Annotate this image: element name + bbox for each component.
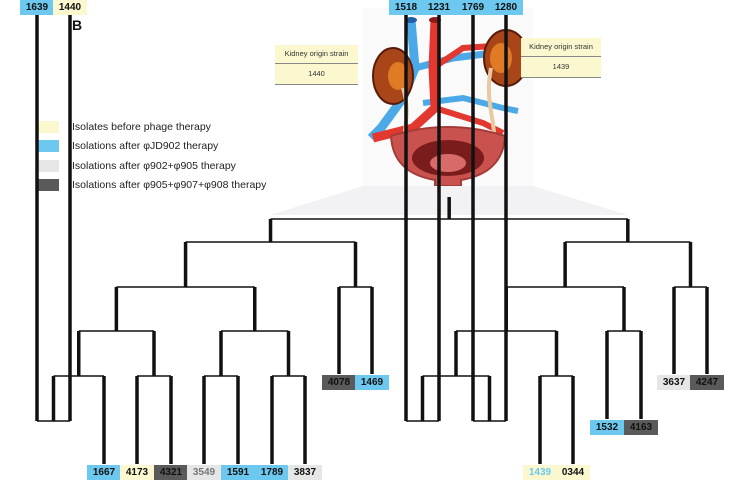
- leaf-strain-label: 1591: [221, 465, 255, 480]
- legend-item: Isolations after φ905+φ907+φ908 therapy: [36, 176, 266, 196]
- leaf-strain-label: 1280: [489, 0, 523, 15]
- leaf-strain-label: 1769: [456, 0, 490, 15]
- legend-swatch: [36, 120, 59, 133]
- kidney-origin-value: 1439: [521, 57, 601, 78]
- leaf-strain-label: 1518: [389, 0, 423, 15]
- legend-item: Isolates before phage therapy: [36, 117, 266, 137]
- leaf-strain-label: 4163: [624, 420, 658, 435]
- legend-label: Isolates before phage therapy: [72, 120, 211, 133]
- leaf-strain-label: 3549: [187, 465, 221, 480]
- leaf-strain-label: 1469: [355, 375, 389, 390]
- legend-item: Isolations after φJD902 therapy: [36, 137, 266, 157]
- leaf-strain-label: 4247: [690, 375, 724, 390]
- leaf-strain-label: 4078: [322, 375, 356, 390]
- legend-label: Isolations after φ902+φ905 therapy: [72, 159, 236, 172]
- leaf-strain-label: 0344: [556, 465, 590, 480]
- leaf-strain-label: 1439: [523, 465, 557, 480]
- legend-swatch: [36, 140, 59, 153]
- leaf-strain-label: 1532: [590, 420, 624, 435]
- legend-label: Isolations after φ905+φ907+φ908 therapy: [72, 179, 267, 192]
- legend-swatch: [36, 179, 59, 192]
- legend: Isolates before phage therapy Isolations…: [36, 117, 266, 195]
- leaf-strain-label: 4173: [120, 465, 154, 480]
- panel-label: B: [72, 17, 83, 33]
- tree-edges: [35, 0, 709, 464]
- leaf-strain-label: 3837: [288, 465, 322, 480]
- kidney-origin-value: 1440: [275, 64, 358, 85]
- leaf-strain-label: 3637: [657, 375, 691, 390]
- leaf-strain-label: 1639: [20, 0, 54, 15]
- kidney-origin-strain-right: Kidney origin strain 1439: [521, 38, 601, 78]
- legend-item: Isolations after φ902+φ905 therapy: [36, 156, 266, 176]
- leaf-strain-label: 1667: [87, 465, 121, 480]
- legend-swatch: [36, 159, 59, 172]
- leaf-strain-label: 4321: [154, 465, 188, 480]
- leaf-strain-label: 1789: [255, 465, 289, 480]
- leaf-strain-label: 1440: [53, 0, 87, 15]
- legend-label: Isolations after φJD902 therapy: [72, 140, 219, 153]
- kidney-origin-header: Kidney origin strain: [521, 38, 601, 57]
- kidney-origin-header: Kidney origin strain: [275, 45, 358, 64]
- leaf-strain-label: 1231: [422, 0, 456, 15]
- kidney-origin-strain-left: Kidney origin strain 1440: [275, 45, 358, 85]
